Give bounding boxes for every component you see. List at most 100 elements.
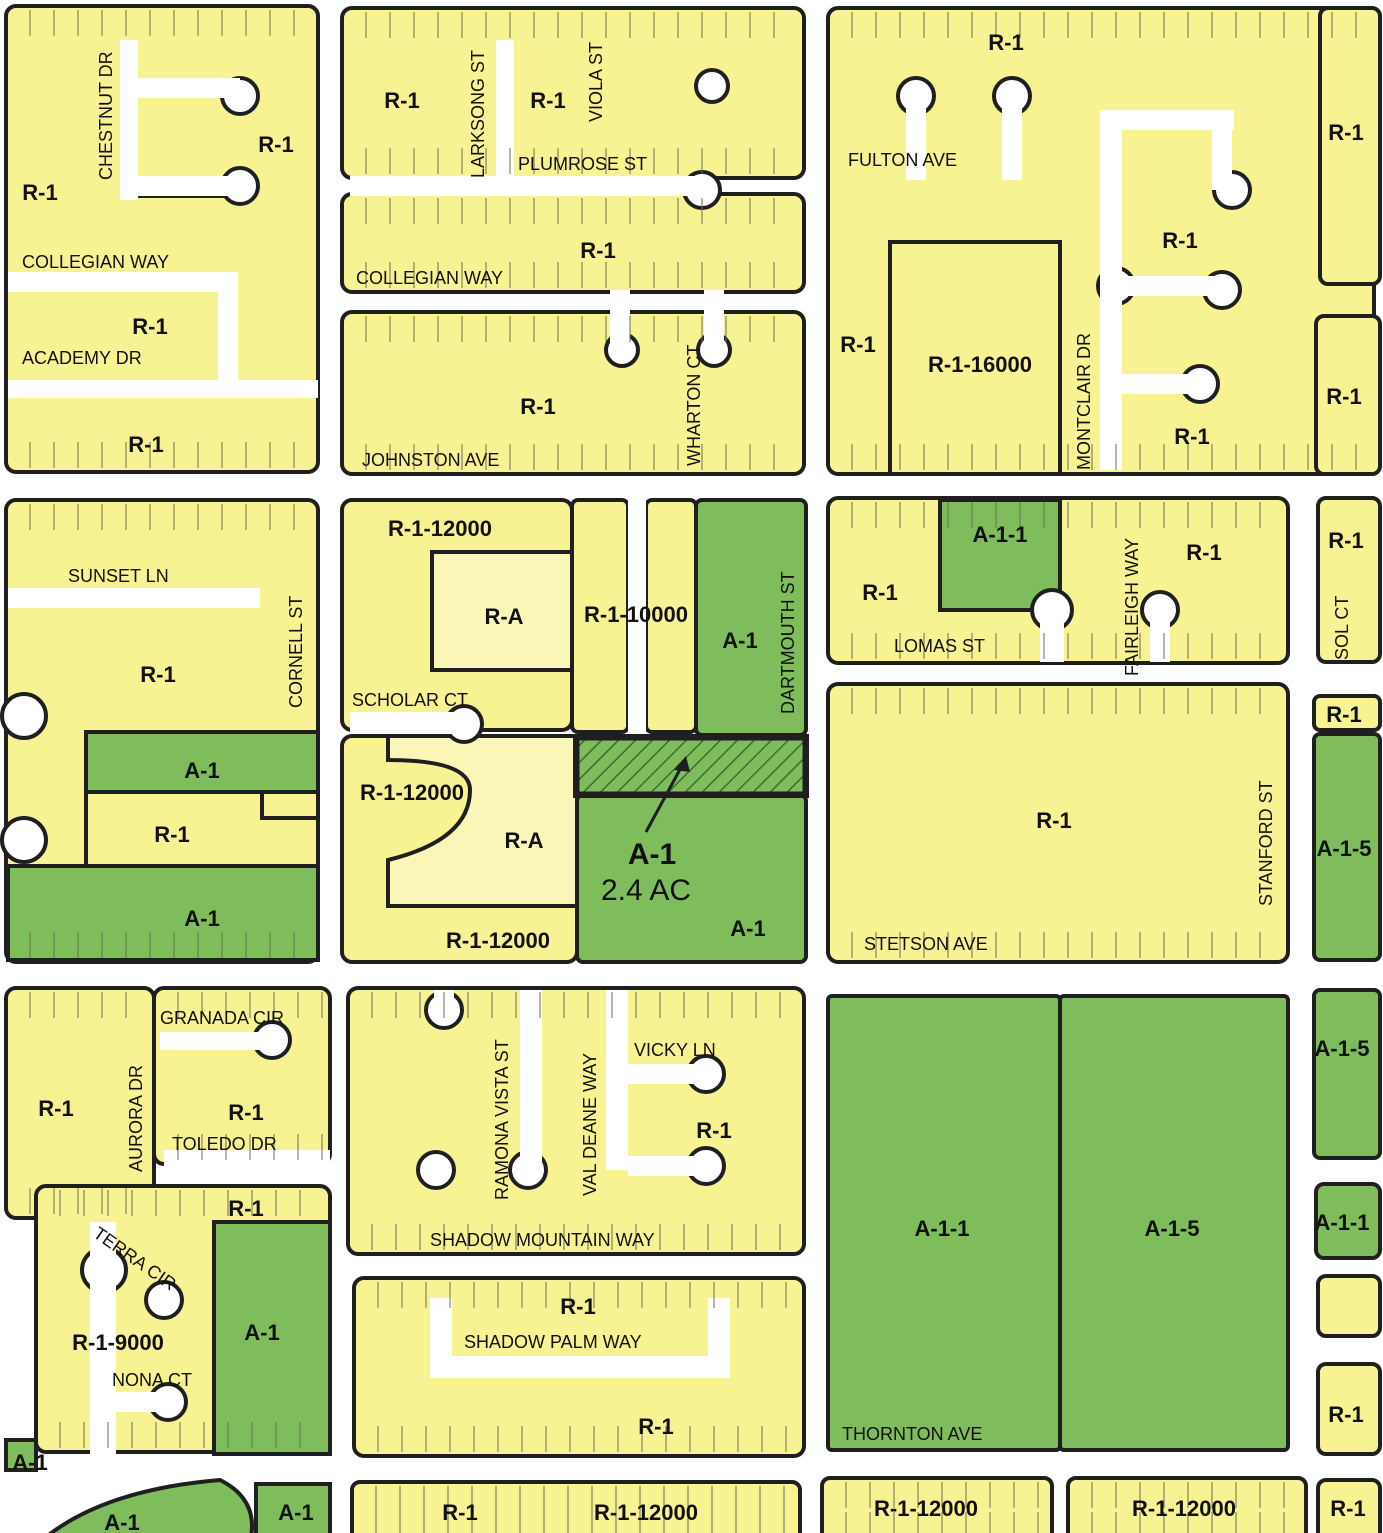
zone-label: R-A [504,828,543,853]
street-label: FAIRLEIGH WAY [1122,538,1142,676]
street-label: PLUMROSE ST [518,154,647,174]
street-label: CHESTNUT DR [96,51,116,180]
street-label: SCHOLAR CT [352,690,468,710]
zone-label: R-1-16000 [928,352,1032,377]
street-label: RAMONA VISTA ST [492,1039,512,1200]
zone-label: R-1 [530,88,565,113]
block-east-strip-10 [1316,1478,1382,1533]
zone-label: A-1 [244,1320,279,1345]
zone-label: R-1 [1330,1496,1365,1521]
zone-label: R-1-12000 [1132,1496,1236,1521]
zone-a1-southwest [212,1220,332,1456]
street-label: SHADOW MOUNTAIN WAY [430,1230,655,1250]
zone-label: A-1 [184,906,219,931]
zone-label: R-1 [228,1100,263,1125]
zone-a1-bottom-curve [47,1477,254,1533]
zone-label: R-1 [1328,120,1363,145]
zone-label: R-1 [1174,424,1209,449]
subject-zone-label: A-1 [628,838,676,871]
zone-label: R-1-9000 [72,1330,164,1355]
block-south-center-a [346,986,806,1256]
block-east-strip-8 [1316,1274,1382,1338]
zone-label: R-1-12000 [360,780,464,805]
zone-label: A-1 [12,1450,47,1475]
zone-label: A-1-1 [1314,1210,1369,1235]
zone-label: R-1 [520,394,555,419]
zone-label: R-1 [638,1414,673,1439]
cul-de-sac-22 [416,1150,456,1190]
zone-label: R-1 [1328,1402,1363,1427]
block-east-strip-4 [1312,694,1382,732]
zone-label: R-1 [862,580,897,605]
zone-label: R-1-12000 [388,516,492,541]
zone-label: R-1 [988,30,1023,55]
zone-label: R-1 [258,132,293,157]
street-label: SOL CT [1332,596,1352,660]
zone-label: R-1 [560,1294,595,1319]
block-east-strip-6 [1312,988,1382,1160]
zone-label: R-1 [1326,384,1361,409]
zone-label: R-1 [384,88,419,113]
street-label: WHARTON CT [684,345,704,466]
block-east-strip-1 [1318,6,1382,286]
zone-r116000-area [888,240,1062,476]
cul-de-sac-13 [0,692,48,740]
zone-label: A-1-5 [1314,1036,1369,1061]
zone-label: R-A [484,604,523,629]
zone-label: R-1 [22,180,57,205]
zone-label: R-1 [128,432,163,457]
block-north-center-c [340,310,806,476]
zone-labels: R-1 R-1 R-1 R-1 R-1 R-1 R-1 R-1 R-1 R-1 … [12,30,1371,1533]
cul-de-sac-4 [694,68,730,104]
street-label: VAL DEANE WAY [580,1053,600,1196]
block-bottom-c [1066,1476,1308,1533]
zone-label: R-1 [38,1096,73,1121]
street-label: STANFORD ST [1256,780,1276,906]
zone-label: A-1-5 [1316,836,1371,861]
zone-label: R-1 [154,822,189,847]
zone-label: R-1 [840,332,875,357]
zone-label: R-1 [1326,702,1361,727]
zone-label: A-1 [730,916,765,941]
internal-roads [8,40,1234,1454]
zone-label: R-1 [140,662,175,687]
street-label: SUNSET LN [68,566,169,586]
street-label: TOLEDO DR [172,1134,277,1154]
street-label: LOMAS ST [894,636,985,656]
block-east-strip-5 [1312,732,1382,962]
zone-ra-north [430,550,574,672]
zone-a1-bottom-small [254,1482,332,1533]
street-label: STETSON AVE [864,934,988,954]
subject-parcel-hatch[interactable] [574,735,808,797]
street-label: LARKSONG ST [468,50,488,178]
zone-label: R-1-12000 [594,1500,698,1525]
zone-label: R-1 [1328,528,1363,553]
block-bottom-a [350,1480,802,1533]
zone-label: R-1-12000 [874,1496,978,1521]
street-label: THORNTON AVE [842,1424,982,1444]
zone-label: A-1 [722,628,757,653]
subject-area-label: 2.4 AC [601,874,691,907]
zone-label: R-1 [1162,228,1197,253]
zone-label: R-1 [1186,540,1221,565]
zone-label: R-1 [442,1500,477,1525]
block-nw [4,4,320,474]
zone-a1-west-lower [6,864,320,962]
zone-label: A-1 [184,758,219,783]
zone-label: R-1 [696,1118,731,1143]
street-label: JOHNSTON AVE [362,450,499,470]
block-east-strip-7 [1314,1182,1382,1260]
zone-ra-south [386,734,579,908]
street-label: SHADOW PALM WAY [464,1332,642,1352]
street-label: GRANADA CIR [160,1008,284,1028]
zone-label: R-1-10000 [584,602,688,627]
street-label: AURORA DR [126,1065,146,1172]
zone-a1-bottom-left [4,1438,38,1472]
cul-de-sac-25 [144,1280,184,1320]
zone-label: R-1 [228,1196,263,1221]
zone-a1-west-upper [84,730,320,794]
zone-label: R-1-12000 [446,928,550,953]
parcel-lines [29,10,1357,1533]
